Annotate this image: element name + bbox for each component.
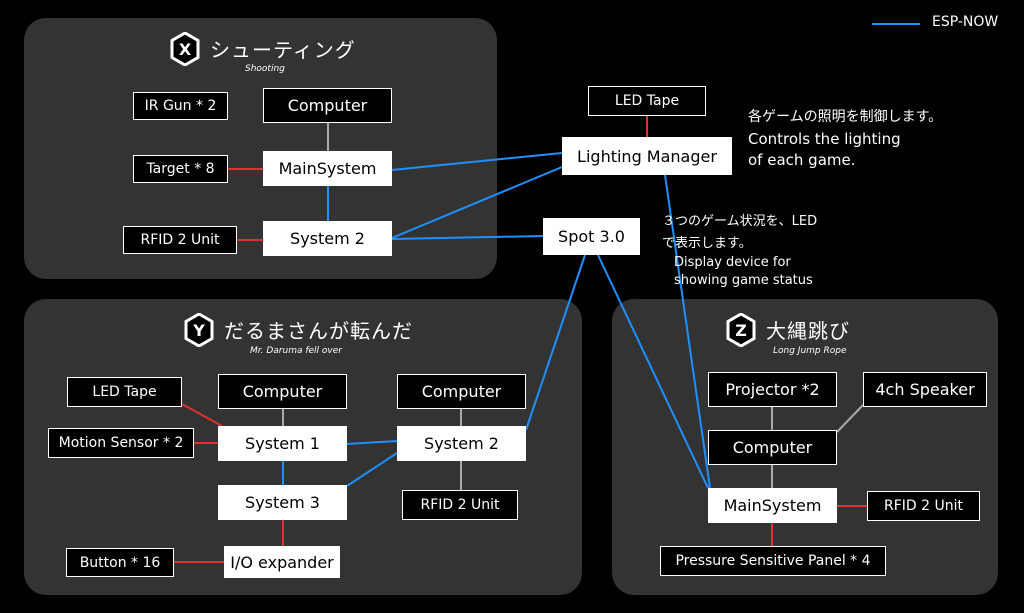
- group-y-title: だるまさんが転んだ: [224, 319, 413, 343]
- group-x-panel: [24, 18, 497, 279]
- x-target-node: Target * 8: [133, 155, 228, 183]
- badge-x-icon: X: [170, 32, 200, 66]
- y-system3-system2-line: [346, 452, 398, 487]
- y-system1-node: System 1: [218, 426, 347, 461]
- spot-note-en1: Display device for: [674, 255, 791, 270]
- y-rfid-node: RFID 2 Unit: [402, 490, 518, 520]
- group-z-title: 大縄跳び: [766, 319, 850, 343]
- x-system2-node: System 2: [263, 221, 392, 256]
- y-system3-node: System 3: [218, 485, 347, 520]
- badge-x-letter: X: [178, 39, 192, 59]
- z-panel-node: Pressure Sensitive Panel * 4: [660, 546, 886, 576]
- z-rfid-node: RFID 2 Unit: [867, 491, 980, 521]
- y-button-node: Button * 16: [66, 548, 174, 577]
- x-rfid-node: RFID 2 Unit: [123, 226, 237, 254]
- x-system2-spot-line: [391, 235, 544, 240]
- legend-label: ESP-NOW: [932, 14, 999, 30]
- y-ledtape-system1-line: [181, 403, 223, 427]
- z-mainsystem-node: MainSystem: [708, 488, 837, 523]
- spot-note-en2: showing game status: [674, 273, 813, 288]
- badge-z-letter: Z: [735, 320, 747, 340]
- lighting-note-en1: Controls the lighting: [748, 130, 901, 148]
- z-computer-node: Computer: [708, 430, 837, 465]
- group-z-subtitle: Long Jump Rope: [773, 346, 847, 356]
- z-speaker-computer-line: [836, 404, 864, 433]
- y-ledtape-node: LED Tape: [67, 377, 182, 407]
- group-x-subtitle: Shooting: [245, 64, 285, 74]
- y-system1-system2-line: [346, 440, 398, 445]
- led-tape-top-node: LED Tape: [588, 86, 706, 116]
- spot-zmain-line: [597, 254, 709, 489]
- x-main-lighting-line: [391, 152, 563, 171]
- z-speaker-node: 4ch Speaker: [863, 372, 987, 407]
- spot-note-jp2: で表示します。: [662, 236, 752, 251]
- x-computer-node: Computer: [263, 88, 392, 123]
- badge-y-letter: Y: [193, 320, 205, 340]
- spot-ysystem2-line: [525, 254, 586, 431]
- spot-note-jp1: ３つのゲーム状況を、LED: [662, 214, 818, 229]
- badge-z-icon: Z: [726, 313, 756, 347]
- y-system2-node: System 2: [397, 426, 526, 461]
- y-computer1-node: Computer: [218, 374, 347, 409]
- group-x-title: シューティング: [210, 38, 356, 62]
- y-computer2-node: Computer: [397, 374, 526, 409]
- x-system2-lighting-line: [391, 166, 563, 239]
- z-projector-node: Projector *2: [708, 372, 837, 407]
- badge-y-icon: Y: [184, 313, 214, 347]
- y-io-node: I/O expander: [224, 546, 340, 578]
- group-y-subtitle: Mr. Daruma fell over: [250, 346, 342, 356]
- lighting-manager-node: Lighting Manager: [562, 137, 732, 175]
- legend-line: [872, 23, 920, 25]
- y-motion-node: Motion Sensor * 2: [48, 428, 194, 458]
- lighting-note-en2: of each game.: [748, 151, 856, 169]
- spot-node: Spot 3.0: [543, 218, 640, 255]
- x-mainsystem-node: MainSystem: [263, 151, 392, 186]
- lighting-zmain-line: [664, 174, 711, 489]
- lighting-note-jp: 各ゲームの照明を制御します。: [748, 109, 943, 125]
- x-irgun-node: IR Gun * 2: [133, 92, 228, 120]
